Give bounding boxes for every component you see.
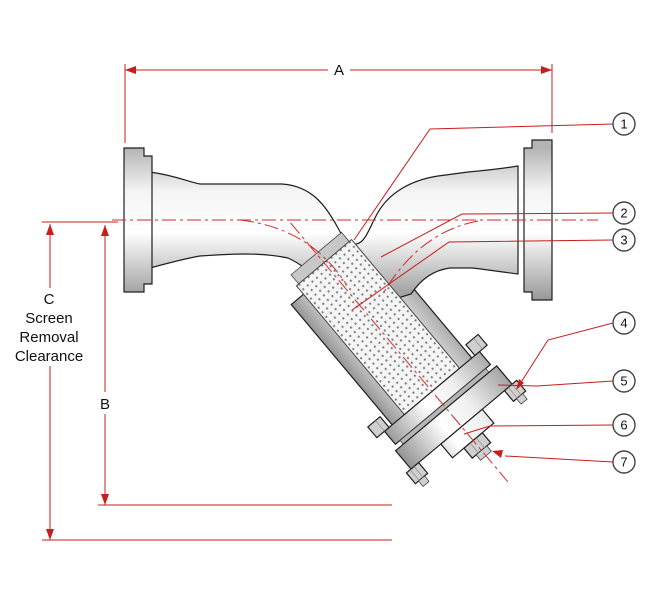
flow-centerline-left xyxy=(239,219,347,285)
dim-b-label: B xyxy=(100,396,110,413)
leader-6 xyxy=(463,424,614,435)
dimension-c: C Screen Removal Clearance xyxy=(6,221,392,541)
dim-c-caption-1: Screen xyxy=(25,310,73,327)
callout-balloon-1: 1 xyxy=(612,112,636,136)
dimension-a: A xyxy=(124,59,553,143)
callout-balloon-4: 4 xyxy=(612,311,636,335)
callout-5-number: 5 xyxy=(620,374,627,389)
cover-bolt-lower xyxy=(366,415,430,487)
centerline-diagonal xyxy=(290,222,509,483)
callout-7-number: 7 xyxy=(620,455,627,470)
callout-balloons: 1 2 3 4 5 6 7 xyxy=(612,112,636,474)
strainer-branch-assembly xyxy=(290,222,528,487)
dim-a-label: A xyxy=(334,62,344,79)
callout-1-number: 1 xyxy=(620,117,627,132)
callout-6-number: 6 xyxy=(620,418,627,433)
dim-c-label: C xyxy=(44,291,55,308)
callout-leaders xyxy=(351,123,614,463)
leader-4 xyxy=(517,322,614,388)
leader-1 xyxy=(353,123,614,241)
callout-balloon-3: 3 xyxy=(612,228,636,252)
callout-balloon-6: 6 xyxy=(612,413,636,437)
callout-balloon-5: 5 xyxy=(612,369,636,393)
callout-balloon-7: 7 xyxy=(612,450,636,474)
leader-3 xyxy=(351,239,614,311)
flow-centerline-right xyxy=(383,220,479,293)
callout-4-number: 4 xyxy=(620,316,627,331)
dimension-b: B xyxy=(95,225,392,506)
callout-2-number: 2 xyxy=(620,206,627,221)
callout-balloon-2: 2 xyxy=(612,201,636,225)
dim-c-caption-3: Clearance xyxy=(15,348,83,365)
callout-3-number: 3 xyxy=(620,233,627,248)
leader-7 xyxy=(504,455,614,463)
leader-2 xyxy=(380,212,614,258)
leader-5 xyxy=(497,380,614,387)
dim-c-caption-2: Removal xyxy=(19,329,78,346)
